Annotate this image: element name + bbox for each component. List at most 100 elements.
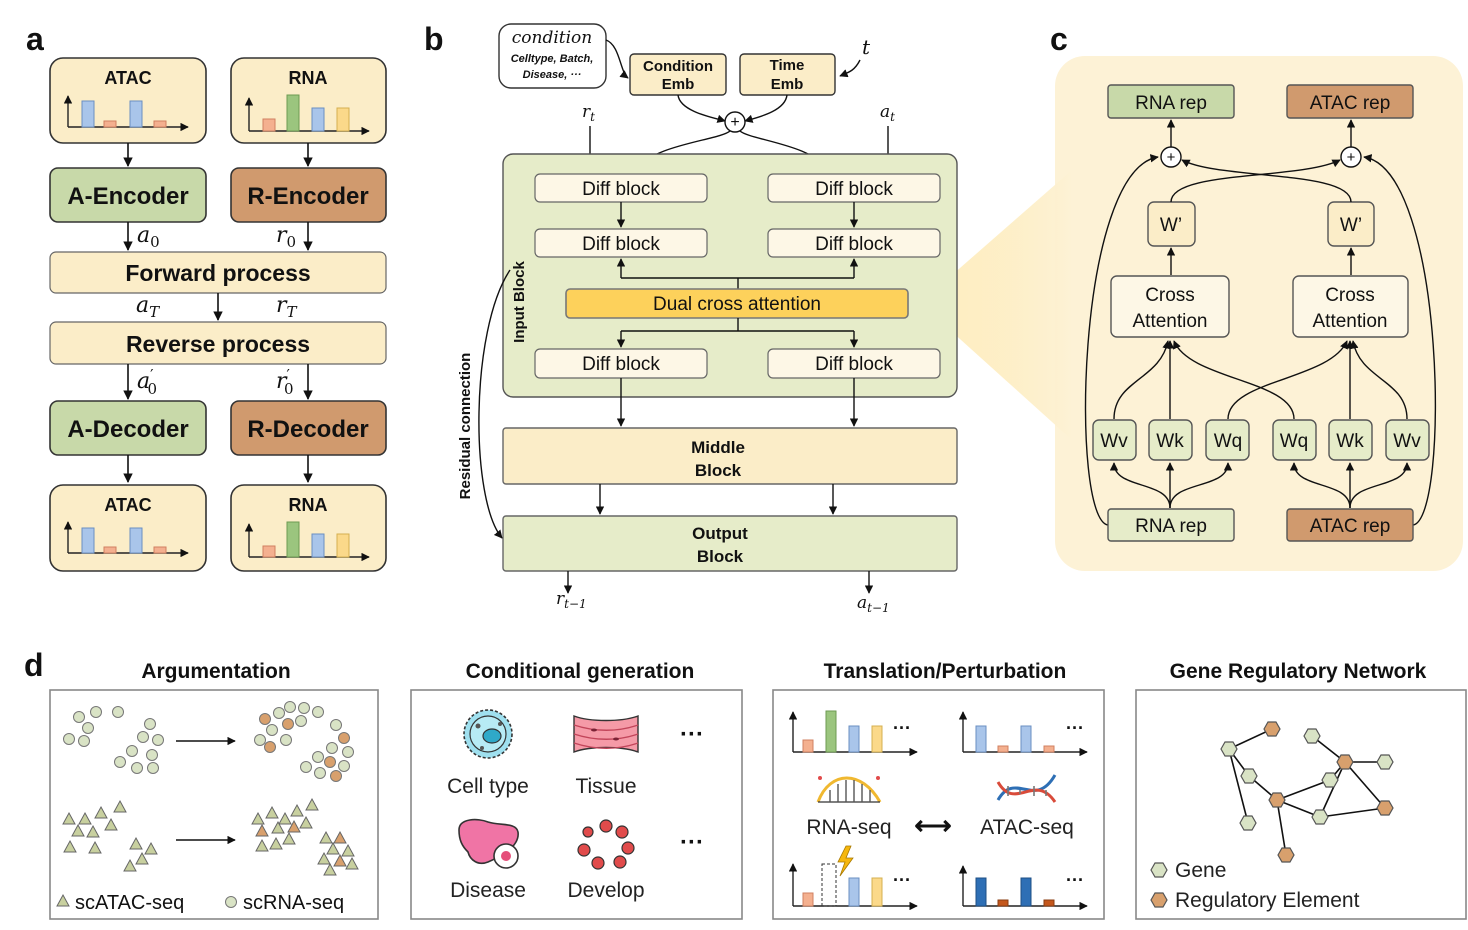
- dual-cross-attention-box: [565, 288, 909, 319]
- develop-icon: [577, 819, 635, 870]
- embedding-sum-plus: +: [730, 114, 739, 131]
- gene-node: [1321, 772, 1339, 788]
- wk-atac-label: Wk: [1336, 431, 1364, 452]
- middle-block-box: [502, 427, 958, 485]
- lightning-icon: [837, 845, 854, 877]
- output-block-line2: Block: [697, 547, 744, 566]
- wv-atac-box: [1385, 419, 1430, 461]
- disease-label: Disease: [450, 879, 526, 902]
- embedding-sum-node: [724, 111, 746, 133]
- gene-legend-label: Gene: [1175, 859, 1226, 882]
- condition-line2: Disease, ···: [523, 69, 582, 81]
- diff-block-atac-3-label: Diff block: [815, 354, 893, 375]
- gene-node: [1240, 768, 1258, 784]
- rna-output-label: RNA: [289, 495, 328, 515]
- atac-cells-before: [62, 799, 158, 872]
- residual-connection-arrow: [478, 269, 511, 539]
- output-block-box: [502, 515, 958, 572]
- ellipsis-hist2: ···: [1066, 718, 1084, 738]
- rna-cells-after: [254, 701, 354, 782]
- bidirectional-arrow: ⟷: [914, 810, 951, 840]
- tissue-label: Tissue: [575, 775, 636, 798]
- diff-block-rna-3-label: Diff block: [582, 354, 660, 375]
- attention-zoom-beam: [920, 170, 1072, 440]
- rT-label: rT: [276, 293, 298, 321]
- condition-line1: Celltype, Batch,: [511, 53, 594, 65]
- a0-prime-label: a′0: [137, 366, 157, 398]
- cross-attention-rna-line1: Cross: [1145, 285, 1195, 306]
- input-block-container: [502, 153, 958, 398]
- t-label: t: [862, 35, 871, 59]
- atac-residual-add-plus: +: [1347, 149, 1356, 166]
- ellipsis-row2: ···: [680, 829, 704, 856]
- develop-label: Develop: [567, 879, 644, 902]
- gene-node: [1303, 728, 1321, 744]
- legend-scatac: scATAC-seq: [75, 892, 184, 914]
- regulatory-node: [1376, 800, 1394, 816]
- regulatory-node: [1268, 792, 1286, 808]
- ellipsis-hist3: ···: [893, 870, 911, 890]
- rna-rep-top-label: RNA rep: [1135, 93, 1207, 114]
- reverse-process-box: [49, 321, 387, 365]
- r0-prime-label: r′0: [276, 366, 293, 398]
- atac-rep-top-box: [1286, 84, 1414, 119]
- tissue-icon: [573, 714, 639, 754]
- grn-nodes: [1220, 721, 1394, 863]
- argumentation-box: [49, 689, 379, 920]
- dual-cross-attention-label: Dual cross attention: [653, 294, 821, 315]
- residual-connection-label: Residual connection: [457, 353, 474, 500]
- conditional-generation-title: Conditional generation: [466, 660, 695, 683]
- diff-block-rna-2-label: Diff block: [582, 234, 660, 255]
- wv-atac-label: Wv: [1393, 431, 1421, 452]
- rna-input-histogram: [244, 94, 370, 136]
- cross-attention-atac-box: [1292, 275, 1409, 338]
- gene-node: [1311, 809, 1329, 825]
- wk-rna-box: [1148, 419, 1193, 461]
- middle-block-line1: Middle: [691, 438, 745, 457]
- r-t-minus-1-label: rt−1: [556, 589, 587, 611]
- rna-seq-icon: [816, 776, 882, 803]
- at-input-label: at: [880, 102, 895, 124]
- translation-box: [772, 689, 1105, 920]
- grn-title: Gene Regulatory Network: [1170, 660, 1427, 683]
- diff-block-atac-2-label: Diff block: [815, 234, 893, 255]
- gene-node: [1376, 754, 1394, 770]
- gene-node: [1239, 815, 1257, 831]
- r-decoder-label: R-Decoder: [247, 416, 368, 443]
- diff-block-rna-2: [534, 228, 708, 258]
- regulatory-node: [1277, 847, 1295, 863]
- atac-histogram-top: [958, 711, 1088, 757]
- atac-cells-after: [251, 797, 359, 876]
- rna-legend-circle: [225, 896, 237, 908]
- atac-residual-add-node: [1340, 146, 1362, 168]
- rna-seq-label: RNA-seq: [806, 816, 891, 839]
- condition-emb-line2: Emb: [662, 76, 695, 93]
- rna-cells-before: [63, 706, 164, 774]
- rna-output-histogram: [244, 521, 370, 562]
- regulatory-element-legend-icon: [1150, 892, 1168, 908]
- atac-output-histogram: [63, 521, 189, 558]
- time-emb-line1: Time: [770, 57, 805, 74]
- wv-rna-label: Wv: [1100, 431, 1128, 452]
- diff-block-atac-2: [767, 228, 941, 258]
- atac-histogram-perturbed: [958, 865, 1088, 911]
- cross-attention-rna-box: [1110, 275, 1230, 338]
- middle-block-line2: Block: [695, 461, 742, 480]
- panel-letter-c: c: [1050, 21, 1068, 57]
- atac-rep-bottom-label: ATAC rep: [1310, 516, 1391, 537]
- rna-histogram-top: [788, 710, 918, 757]
- r-encoder-label: R-Encoder: [247, 183, 368, 210]
- output-block-line1: Output: [692, 524, 748, 543]
- a0-label: a0: [137, 223, 160, 251]
- a-t-minus-1-label: at−1: [857, 593, 890, 615]
- disease-icon: [458, 818, 519, 869]
- atac-input-histogram: [63, 95, 189, 132]
- argumentation-title: Argumentation: [141, 660, 290, 683]
- ellipsis-row1: ···: [680, 721, 704, 748]
- rt-input-label: rt: [582, 102, 595, 124]
- rna-input-label: RNA: [289, 68, 328, 88]
- wk-rna-label: Wk: [1156, 431, 1184, 452]
- condition-box: [498, 23, 607, 89]
- cross-attention-atac-line1: Cross: [1325, 285, 1375, 306]
- rna-rep-bottom-box: [1107, 508, 1235, 542]
